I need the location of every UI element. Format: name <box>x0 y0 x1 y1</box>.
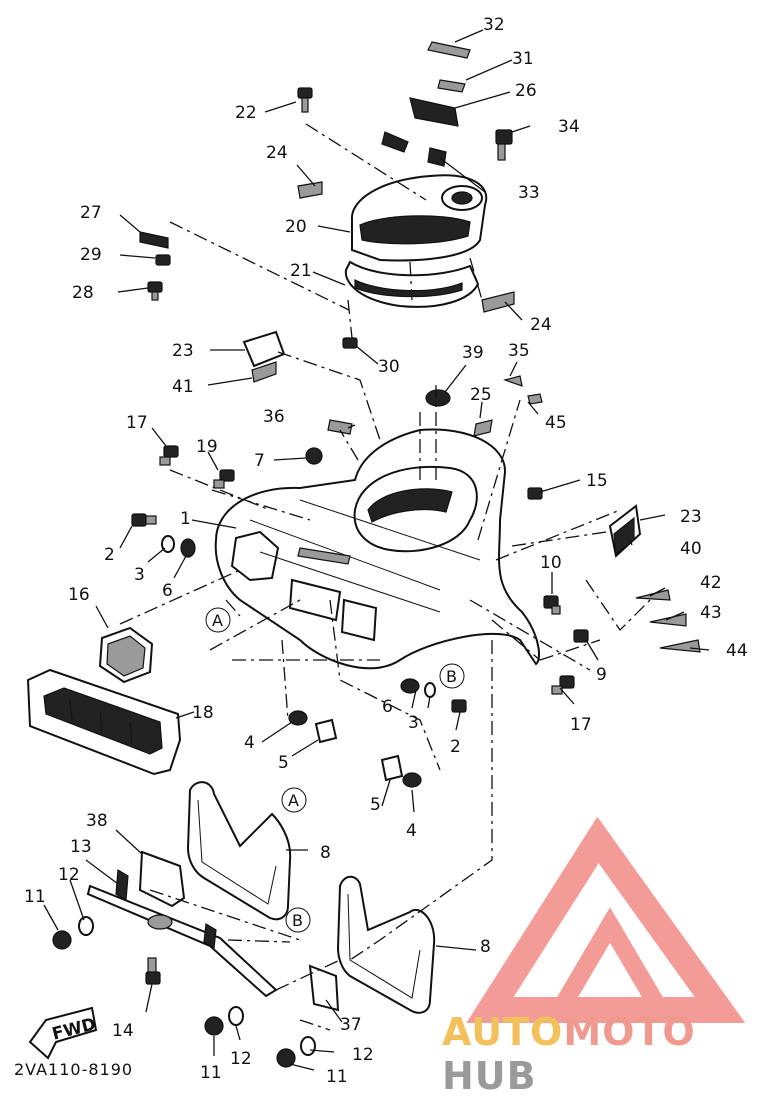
part-label: 44 <box>726 641 748 661</box>
mud-flap-left <box>186 781 292 921</box>
part-label: 4 <box>244 733 255 753</box>
part-label: 31 <box>512 49 534 69</box>
part-label: 21 <box>290 261 312 281</box>
part-label: 33 <box>518 183 540 203</box>
part-label: 24 <box>530 315 552 335</box>
front-fender <box>214 428 540 670</box>
front-grille <box>26 668 182 776</box>
part-label: 37 <box>340 1015 362 1035</box>
part-label: 6 <box>162 581 173 601</box>
part-label: 43 <box>700 603 722 623</box>
part-label: 10 <box>540 553 562 573</box>
diagram-code: 2VA110-8190 <box>14 1060 134 1079</box>
part-label: 26 <box>515 81 537 101</box>
part-label: 13 <box>70 837 92 857</box>
part-label: 45 <box>545 413 567 433</box>
fasteners <box>52 330 701 1068</box>
part-label: 17 <box>126 413 148 433</box>
part-label: 19 <box>196 437 218 457</box>
forward-arrow-icon: FWD <box>28 1006 98 1060</box>
part-label: 17 <box>570 715 592 735</box>
part-label: 8 <box>320 843 331 863</box>
part-label: 39 <box>462 343 484 363</box>
part-label: 23 <box>680 507 702 527</box>
part-label: 22 <box>235 103 257 123</box>
leader-lines <box>43 29 710 1071</box>
circle-ref-a-1: A <box>205 607 231 633</box>
part-label: 28 <box>72 283 94 303</box>
brand-word-auto: AUTO <box>442 1010 564 1054</box>
part-label: 4 <box>406 821 417 841</box>
headlight <box>98 626 154 684</box>
circle-ref-a-2: A <box>281 787 307 813</box>
part-label: 23 <box>172 341 194 361</box>
part-label: 9 <box>596 665 607 685</box>
part-label: 40 <box>680 539 702 559</box>
part-label: 2 <box>104 545 115 565</box>
part-label: 5 <box>278 753 289 773</box>
part-label: 5 <box>370 795 381 815</box>
brand-word-moto: MOTO <box>563 1010 696 1054</box>
svg-text:A: A <box>212 611 223 630</box>
part-label: 3 <box>408 713 419 733</box>
stay-bracket <box>86 850 340 1012</box>
part-label: 12 <box>230 1049 252 1069</box>
part-label: 16 <box>68 585 90 605</box>
svg-text:B: B <box>292 911 303 930</box>
part-label: 11 <box>24 887 46 907</box>
part-label: 27 <box>80 203 102 223</box>
part-label: 42 <box>700 573 722 593</box>
part-label: 1 <box>180 509 191 529</box>
part-label: 32 <box>483 15 505 35</box>
mud-flap-right <box>336 875 436 1014</box>
part-label: 41 <box>172 377 194 397</box>
circle-ref-b-1: B <box>439 663 465 689</box>
part-label: 30 <box>378 357 400 377</box>
part-label: 3 <box>134 565 145 585</box>
svg-text:A: A <box>288 791 299 810</box>
watermark-brand: AUTOMOTO HUB <box>442 1010 773 1098</box>
part-label: 11 <box>200 1063 222 1083</box>
part-label: 24 <box>266 143 288 163</box>
watermark-logo-icon <box>466 816 746 1023</box>
part-label: 18 <box>192 703 214 723</box>
part-label: 25 <box>470 385 492 405</box>
circle-ref-b-2: B <box>285 907 311 933</box>
part-label: 29 <box>80 245 102 265</box>
part-label: 15 <box>586 471 608 491</box>
part-label: 14 <box>112 1021 134 1041</box>
part-label: 35 <box>508 341 530 361</box>
meter-assembly <box>139 41 515 349</box>
part-label: 11 <box>326 1067 348 1087</box>
part-label: 12 <box>58 865 80 885</box>
part-label: 36 <box>263 407 285 427</box>
part-label: 6 <box>382 697 393 717</box>
part-label: 8 <box>480 937 491 957</box>
part-number-labels: 32 31 26 22 34 24 33 27 20 29 21 24 28 3… <box>24 15 748 1087</box>
part-label: 20 <box>285 217 307 237</box>
part-label: 34 <box>558 117 580 137</box>
part-label: 38 <box>86 811 108 831</box>
brand-word-hub: HUB <box>442 1054 537 1098</box>
svg-text:B: B <box>446 667 457 686</box>
part-label: 12 <box>352 1045 374 1065</box>
part-label: 7 <box>254 451 265 471</box>
part-label: 2 <box>450 737 461 757</box>
